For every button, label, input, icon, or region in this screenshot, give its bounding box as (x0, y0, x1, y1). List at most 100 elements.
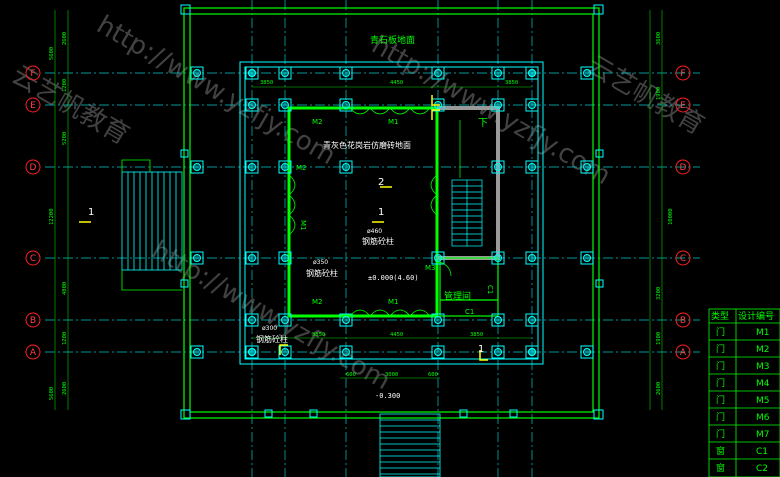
axis-label-left: B (30, 316, 36, 326)
dim-bottom2: 3000 (385, 372, 398, 378)
door-label: M1 (299, 220, 307, 231)
door-window-labels: M1 M2 M2 M1 M2 M1 M3 C1 C1 (296, 118, 494, 316)
axis-label-left: C (30, 254, 36, 264)
column (491, 251, 505, 265)
window-label: C1 (465, 308, 474, 316)
legend-row-code: C2 (756, 464, 768, 474)
top-floor-label: 青石板地面 (370, 34, 415, 46)
dim-left: 5200 (62, 132, 68, 145)
axis-label-left: D (30, 163, 37, 173)
column-size-label: ø300 (262, 325, 277, 332)
column-type-label: 钢筋砼柱 (362, 236, 394, 246)
legend-row-type: 门 (716, 394, 725, 406)
column (491, 66, 505, 80)
door-label: M1 (388, 118, 399, 126)
legend-row-code: M5 (756, 396, 770, 406)
legend-row-type: 门 (716, 360, 725, 372)
column (278, 66, 292, 80)
dim-bottom2: 600 (428, 372, 438, 378)
axis-label-right: F (680, 69, 685, 79)
legend-row-type: 门 (716, 326, 725, 338)
axis-label-right: D (680, 163, 687, 173)
management-room-walls (439, 257, 499, 317)
dim-right: 1900 (656, 332, 662, 345)
column-annotations: ø460 钢筋砼柱 ø350 钢筋砼柱 ø300 钢筋砼柱 (256, 228, 394, 344)
column (245, 160, 259, 174)
dimension-texts: 3850 4450 3850 3850 4450 3850 600 3000 6… (49, 32, 674, 400)
column (431, 345, 445, 359)
yellow-markers (79, 95, 488, 361)
column (278, 251, 292, 265)
column (431, 313, 445, 327)
door-label: M2 (312, 298, 323, 306)
column (525, 345, 539, 359)
axis-label-left: A (30, 348, 37, 358)
legend-row-code: M3 (756, 362, 770, 372)
dim-bottom: 4450 (390, 332, 403, 338)
legend-row-code: M1 (756, 328, 770, 338)
column (491, 160, 505, 174)
door-swings (288, 107, 452, 317)
door-label: M2 (312, 118, 323, 126)
column (580, 251, 594, 265)
column (245, 66, 259, 80)
legend-title-code: 设计编号 (738, 310, 774, 322)
axis-label-right: B (680, 316, 686, 326)
dim-top: 3850 (505, 80, 518, 86)
legend-title: 类型 (711, 310, 729, 322)
dim-bottom2: 600 (346, 372, 356, 378)
column (431, 66, 445, 80)
column (431, 251, 445, 265)
section-mark: 2 (378, 177, 384, 188)
column (339, 345, 353, 359)
outer-terrace-boundary (183, 7, 600, 419)
column-size-label: ø460 (367, 228, 382, 235)
legend-row-type: 窗 (716, 445, 725, 457)
column (278, 345, 292, 359)
axis-label-right: C (680, 254, 686, 264)
elevation-labels: ±0.000(4.60) -0.300 (368, 274, 419, 400)
column (491, 98, 505, 112)
column (339, 66, 353, 80)
axis-label-left: E (30, 101, 36, 111)
column (278, 98, 292, 112)
dim-right: 2600 (656, 382, 662, 395)
column (190, 251, 204, 265)
right-axis-bubbles: F E D C B A (675, 65, 691, 360)
management-room-label: 管理间 (444, 290, 471, 302)
dim-left: 2600 (62, 32, 68, 45)
dim-left-outer: 5600 (49, 387, 55, 400)
column (245, 345, 259, 359)
column (190, 160, 204, 174)
legend-row-type: 门 (716, 428, 725, 440)
columns (190, 66, 594, 359)
door-label: M1 (388, 298, 399, 306)
column-type-label: 钢筋砼柱 (256, 334, 288, 344)
bottom-exterior-stair (379, 413, 441, 477)
dim-left: 4800 (62, 282, 68, 295)
column (580, 345, 594, 359)
platform-boundary (239, 61, 544, 365)
window-label: C1 (486, 285, 494, 294)
dim-left-outer: 5600 (49, 47, 55, 60)
section-mark: 1 (88, 207, 94, 218)
room-labels: 青石板地面 青灰色花岗岩仿磨砖地面 管理间 下 (323, 34, 488, 302)
left-axis-bubbles: F E D C B A (25, 65, 41, 360)
axis-label-left: F (30, 69, 35, 79)
dim-left: 1200 (62, 79, 68, 92)
legend-row-type: 窗 (716, 462, 725, 474)
column (278, 160, 292, 174)
column (245, 98, 259, 112)
section-mark: 1 (478, 344, 484, 355)
dim-top: 3850 (260, 80, 273, 86)
section-marks: 1 1 2 1 (88, 177, 484, 355)
column-type-label: 钢筋砼柱 (306, 268, 338, 278)
column (190, 345, 204, 359)
lower-elevation: -0.300 (375, 392, 400, 400)
legend-row-type: 门 (716, 343, 725, 355)
column (491, 313, 505, 327)
column (245, 313, 259, 327)
column (339, 313, 353, 327)
